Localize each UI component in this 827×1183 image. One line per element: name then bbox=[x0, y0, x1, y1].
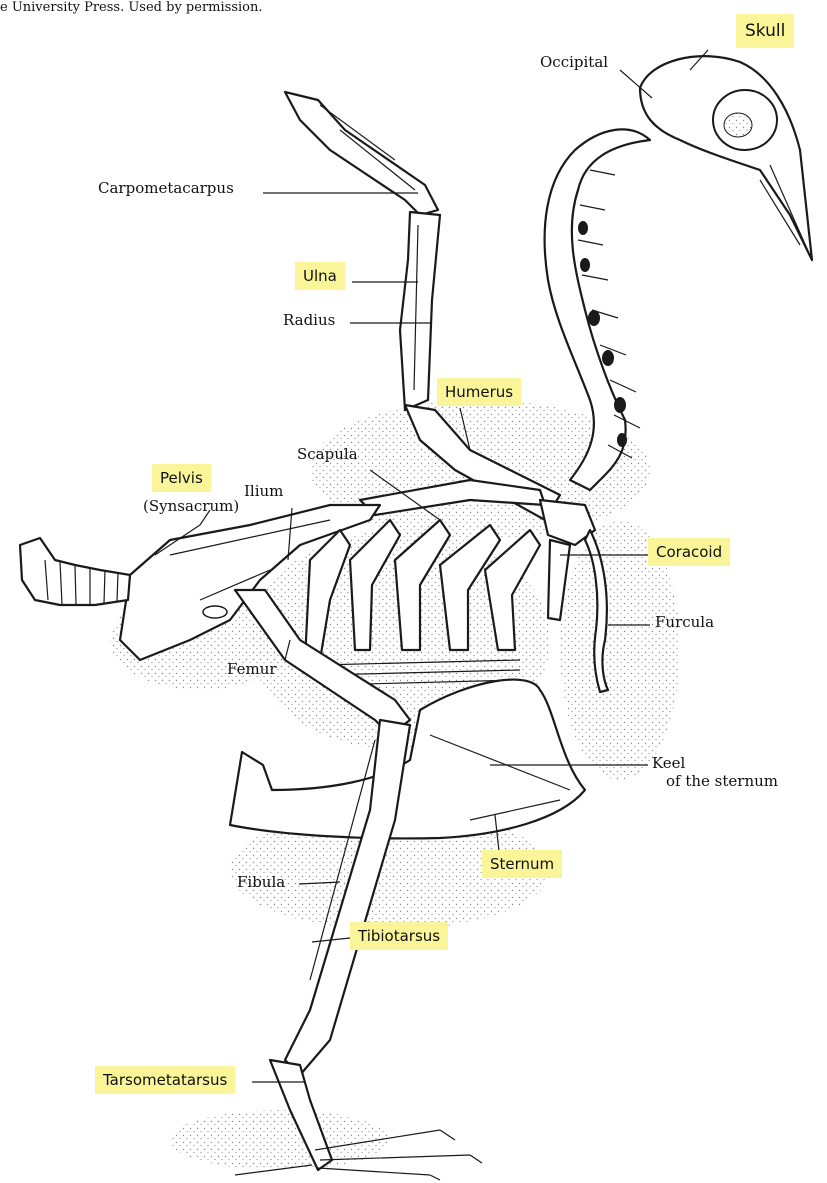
credit-line: e University Press. Used by permission. bbox=[0, 0, 262, 15]
sternum-label: Sternum bbox=[482, 850, 562, 878]
tarsometatarsus-label: Tarsometatarsus bbox=[95, 1066, 235, 1094]
radius-label: Radius bbox=[283, 312, 335, 329]
pelvis-label: Pelvis bbox=[152, 464, 211, 492]
tibiotarsus-label: Tibiotarsus bbox=[350, 922, 448, 950]
keel-label-line2: of the sternum bbox=[666, 773, 778, 790]
fibula-label: Fibula bbox=[237, 874, 285, 891]
keel-label-line1: Keel bbox=[652, 755, 685, 772]
femur-label: Femur bbox=[227, 661, 277, 678]
ulna-label: Ulna bbox=[295, 262, 345, 290]
humerus-label: Humerus bbox=[437, 378, 521, 406]
skull-bone bbox=[640, 56, 812, 260]
occipital-label: Occipital bbox=[540, 54, 608, 71]
ilium-label: Ilium bbox=[244, 483, 283, 500]
furcula-label: Furcula bbox=[655, 614, 714, 631]
coracoid-label: Coracoid bbox=[648, 538, 730, 566]
synsacrum-label: (Synsacrum) bbox=[143, 498, 239, 515]
scapula-label: Scapula bbox=[297, 446, 358, 463]
skull-label: Skull bbox=[736, 14, 794, 48]
carpometacarpus-label: Carpometacarpus bbox=[98, 180, 234, 197]
